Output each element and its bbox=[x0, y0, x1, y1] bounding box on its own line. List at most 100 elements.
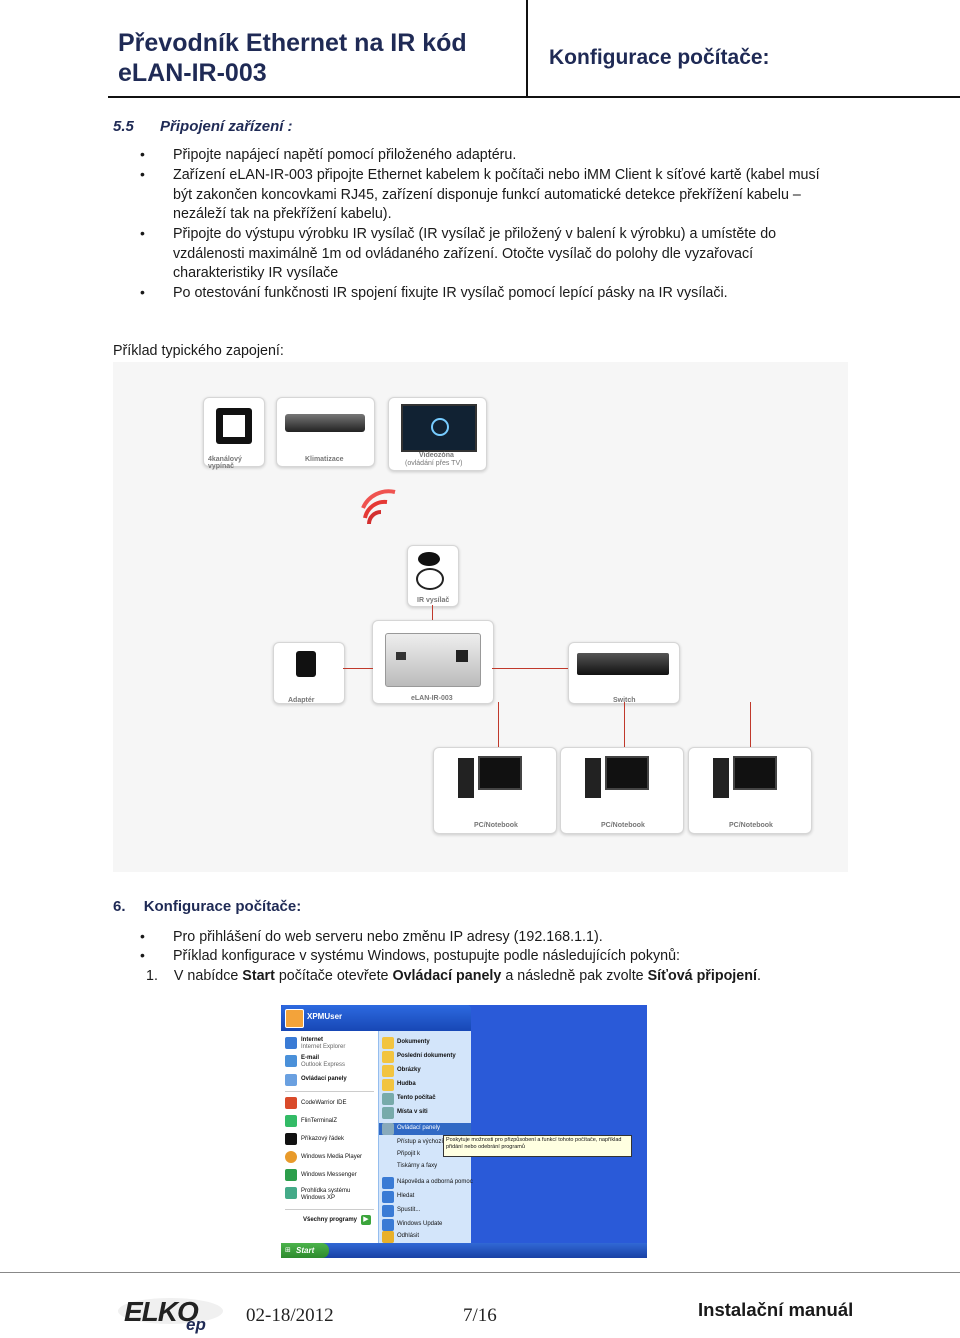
terminal-icon bbox=[285, 1115, 297, 1127]
xp-right-item[interactable]: Hledat bbox=[397, 1193, 415, 1199]
email-icon bbox=[285, 1055, 297, 1067]
command-prompt-icon bbox=[285, 1133, 297, 1145]
bullet-dot: • bbox=[140, 146, 145, 162]
klima-card: Klimatizace bbox=[276, 397, 375, 467]
xp-right-item[interactable]: Dokumenty bbox=[397, 1039, 430, 1045]
xp-left-pane: Internet Internet Explorer E-mail Outloo… bbox=[281, 1031, 378, 1243]
bullet-dot: • bbox=[140, 284, 145, 300]
wall-switch-icon bbox=[216, 408, 252, 444]
all-programs-button[interactable]: Všechny programy bbox=[303, 1217, 358, 1223]
bullet-text: Připojte napájecí napětí pomocí přiložen… bbox=[173, 147, 517, 163]
bullet-dot: • bbox=[140, 225, 145, 241]
xp-menu-item[interactable]: Příkazový řádek bbox=[301, 1136, 345, 1142]
pc-card: PC/Notebook bbox=[433, 747, 557, 834]
bullet-dot: • bbox=[140, 166, 145, 182]
xp-menu-item[interactable]: Windows Messenger bbox=[301, 1172, 357, 1178]
control-panel-icon bbox=[285, 1074, 297, 1086]
xp-right-item[interactable]: Obrázky bbox=[397, 1067, 421, 1073]
network-places-icon bbox=[382, 1107, 394, 1119]
elan-card: eLAN-IR-003 bbox=[372, 620, 494, 704]
messenger-icon bbox=[285, 1169, 297, 1181]
logo-sub-text: ep bbox=[186, 1315, 206, 1334]
step-number: 1. bbox=[146, 968, 158, 984]
footer-page-number: 7/16 bbox=[463, 1305, 497, 1326]
xp-menu-item[interactable]: Ovládací panely bbox=[301, 1076, 347, 1082]
bullet-text: Pro přihlášení do web serveru nebo změnu… bbox=[173, 929, 603, 945]
monitor-icon bbox=[478, 756, 522, 790]
caption-adapter: Adaptér bbox=[288, 697, 315, 704]
pc-tower-icon bbox=[458, 758, 474, 798]
windows-xp-screenshot: XPMUser Internet Internet Explorer E-mai… bbox=[281, 1005, 647, 1258]
caption-switch4: 4kanálový vypínač bbox=[208, 456, 242, 470]
xp-menu-subtext: Internet Explorer bbox=[301, 1044, 346, 1050]
caption-video: Videozóna bbox=[419, 452, 454, 459]
search-icon bbox=[382, 1191, 394, 1203]
windows-update-icon bbox=[382, 1219, 394, 1231]
wiring-diagram: 4kanálový vypínač Klimatizace Videozóna … bbox=[113, 362, 848, 872]
pictures-icon bbox=[382, 1065, 394, 1077]
xp-menu-item[interactable]: Prohlídka systému Windows XP bbox=[301, 1188, 351, 1201]
xp-right-item[interactable]: Windows Update bbox=[397, 1221, 443, 1227]
header-divider-vertical bbox=[526, 0, 528, 96]
doc-title-line2: eLAN-IR-003 bbox=[118, 59, 267, 87]
xp-right-item[interactable]: Poslední dokumenty bbox=[397, 1053, 456, 1059]
step-bold-network: Síťová připojení bbox=[647, 968, 757, 984]
step-text: V nabídce bbox=[173, 968, 243, 984]
xp-menu-item[interactable]: CodeWarrior IDE bbox=[301, 1100, 347, 1106]
caption-ir: IR vysílač bbox=[417, 597, 450, 604]
bullet-text: Po otestování funkčnosti IR spojení fixu… bbox=[173, 285, 728, 301]
xp-right-item[interactable]: Připojit k bbox=[397, 1151, 421, 1157]
xp-right-item[interactable]: Spustit... bbox=[397, 1207, 421, 1213]
wire-switch bbox=[492, 668, 568, 669]
help-icon bbox=[382, 1177, 394, 1189]
start-label: Start bbox=[296, 1246, 315, 1255]
section-number: 5.5 bbox=[113, 118, 134, 135]
xp-right-item[interactable]: Nápověda a odborná pomoc bbox=[397, 1179, 473, 1185]
wire-adapter bbox=[343, 668, 373, 669]
xp-menu-item[interactable]: Windows Media Player bbox=[301, 1154, 363, 1160]
step-1: 1. V nabídce Start počítače otevřete Ovl… bbox=[146, 968, 761, 984]
start-button[interactable]: ⊞ Start bbox=[281, 1243, 329, 1258]
elko-logo: ELKO ep bbox=[118, 1296, 230, 1334]
xp-right-item[interactable]: Hudba bbox=[397, 1081, 416, 1087]
xp-right-item-selected[interactable]: Ovládací panely bbox=[397, 1125, 441, 1131]
ir-transmitter-card bbox=[407, 545, 459, 607]
windows-logo-icon: ⊞ bbox=[285, 1247, 291, 1254]
step-text: . bbox=[756, 968, 761, 984]
internet-explorer-icon bbox=[285, 1037, 297, 1049]
example-label: Příklad typického zapojení: bbox=[113, 343, 284, 359]
wire-pc3 bbox=[750, 702, 751, 747]
media-player-icon bbox=[285, 1151, 297, 1163]
wire-pc2 bbox=[624, 702, 625, 747]
xp-right-item[interactable]: Odhlásit bbox=[397, 1233, 420, 1239]
music-icon bbox=[382, 1079, 394, 1091]
caption-pc: PC/Notebook bbox=[601, 822, 645, 829]
power-adapter-icon bbox=[296, 651, 316, 677]
folder-icon bbox=[382, 1051, 394, 1063]
xp-menu-item[interactable]: FlinTerminalZ bbox=[301, 1118, 338, 1124]
section-heading-5-5: 5.5 Připojení zařízení : bbox=[113, 118, 293, 135]
xp-user-name: XPMUser bbox=[307, 1012, 343, 1021]
xp-right-item[interactable]: Tento počítač bbox=[397, 1095, 436, 1101]
step-text: a následně pak zvolte bbox=[501, 968, 648, 984]
video-card: Videozóna (ovládání přes TV) bbox=[388, 397, 487, 471]
xp-menu-item[interactable]: Internet bbox=[301, 1037, 324, 1043]
xp-separator bbox=[285, 1209, 374, 1210]
xp-right-item[interactable]: Tiskárny a faxy bbox=[397, 1163, 438, 1169]
network-switch-icon bbox=[577, 653, 669, 675]
elan-device-icon bbox=[385, 633, 481, 687]
section-title: Připojení zařízení : bbox=[160, 118, 293, 135]
codewarrior-icon bbox=[285, 1097, 297, 1109]
xp-menu-item[interactable]: E-mail bbox=[301, 1055, 320, 1061]
xp-right-item[interactable]: Přístup a výchozí programy bbox=[397, 1139, 471, 1145]
run-icon bbox=[382, 1205, 394, 1217]
xp-menu-subtext: Outlook Express bbox=[301, 1062, 346, 1068]
doc-title: Převodník Ethernet na IR kód eLAN-IR-003 bbox=[118, 28, 467, 88]
computer-icon bbox=[382, 1093, 394, 1105]
air-conditioner-icon bbox=[285, 414, 365, 432]
xp-user-header: XPMUser bbox=[281, 1005, 471, 1031]
tv-screen-icon bbox=[401, 404, 477, 452]
step-text: počítače otevřete bbox=[274, 968, 393, 984]
pc-tower-icon bbox=[713, 758, 729, 798]
xp-right-item[interactable]: Místa v síti bbox=[397, 1109, 428, 1115]
